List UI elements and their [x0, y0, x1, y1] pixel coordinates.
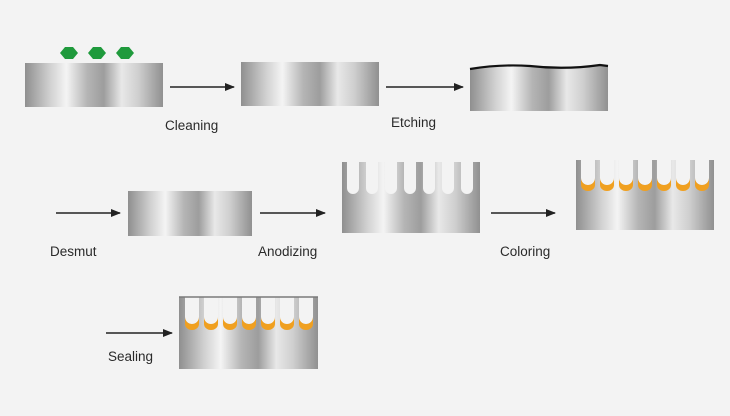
dye-deposit — [223, 317, 237, 330]
step-label-coloring: Coloring — [500, 244, 551, 259]
step-label-desmut: Desmut — [50, 244, 97, 259]
dye-deposit — [299, 317, 313, 330]
step-label-sealing: Sealing — [108, 349, 154, 364]
dye-deposit — [600, 178, 614, 191]
dye-deposit — [638, 178, 652, 191]
stage-cleaned-metal — [241, 62, 379, 106]
contaminant-particle — [88, 47, 106, 59]
dye-deposit — [581, 178, 595, 191]
stage-etched-metal — [469, 63, 609, 111]
step-label-anodizing: Anodizing — [258, 244, 318, 259]
stage-sealed-metal — [179, 296, 318, 369]
dye-deposit — [280, 317, 294, 330]
dye-deposit — [676, 178, 690, 191]
step-label-etching: Etching — [391, 115, 437, 130]
dye-deposit — [657, 178, 671, 191]
stage-desmut-metal — [128, 191, 252, 236]
step-label-cleaning: Cleaning — [165, 118, 219, 133]
etched-surface-line — [469, 63, 609, 71]
contaminant-particle — [60, 47, 78, 59]
dye-deposit — [619, 178, 633, 191]
dye-deposit — [242, 317, 256, 330]
stage-colored-metal — [576, 160, 714, 230]
contaminant-particle — [116, 47, 134, 59]
dye-deposit — [695, 178, 709, 191]
stage-anodized-metal — [342, 162, 480, 233]
stage-raw-metal — [25, 47, 163, 107]
dye-deposit — [261, 317, 275, 330]
dye-deposit — [204, 317, 218, 330]
dye-deposit — [185, 317, 199, 330]
